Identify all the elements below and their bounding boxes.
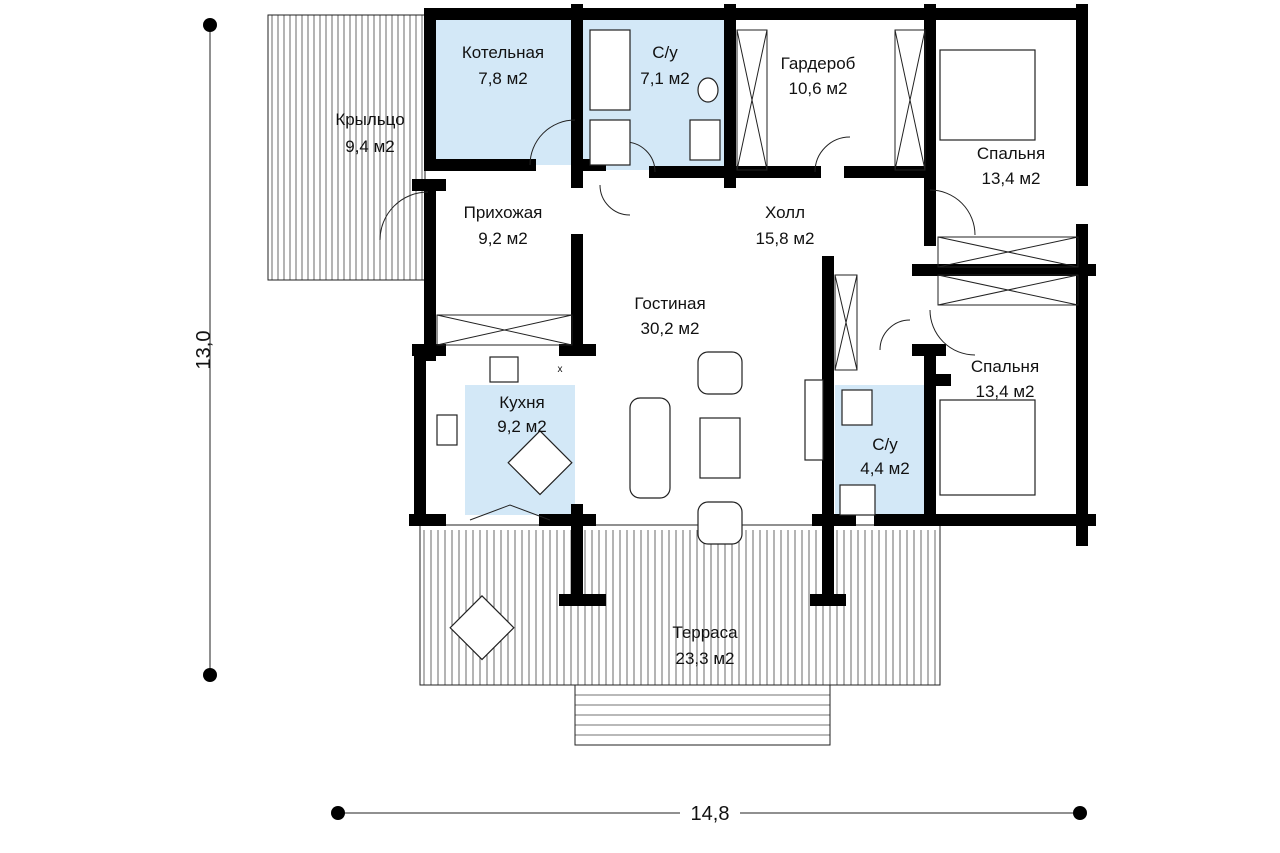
dimension-width: 14,8 bbox=[331, 800, 1087, 825]
bath2-sink bbox=[841, 389, 873, 426]
room-area-hall: 15,8 м2 bbox=[756, 229, 815, 248]
stove bbox=[489, 356, 519, 383]
shower-tray bbox=[839, 484, 876, 516]
room-area-bedroom1: 13,4 м2 bbox=[982, 169, 1041, 188]
terrace-steps bbox=[575, 694, 830, 736]
room-name-bedroom1: Спальня bbox=[977, 144, 1045, 163]
fireplace bbox=[804, 379, 824, 461]
sofa bbox=[629, 397, 671, 499]
room-name-hall: Холл bbox=[765, 203, 805, 222]
porch-deck bbox=[271, 15, 423, 280]
boiler-room-fill bbox=[430, 20, 575, 165]
bed-top bbox=[939, 49, 1036, 141]
armchair-top bbox=[697, 351, 743, 395]
room-area-wardrobe: 10,6 м2 bbox=[789, 79, 848, 98]
kitchen-table bbox=[507, 430, 573, 496]
terrace-table bbox=[449, 595, 515, 661]
room-name-living: Гостиная bbox=[634, 294, 705, 313]
room-name-bath2: С/у bbox=[872, 435, 898, 454]
room-area-kitchen: 9,2 м2 bbox=[497, 417, 547, 436]
room-name-entry: Прихожая bbox=[464, 203, 543, 222]
bed-bottom bbox=[939, 399, 1036, 496]
room-name-terrace: Терраса bbox=[672, 623, 738, 642]
room-area-porch: 9,4 м2 bbox=[345, 137, 395, 156]
height-dimension-label: 13,0 bbox=[193, 331, 215, 370]
room-area-bedroom2: 13,4 м2 bbox=[976, 382, 1035, 401]
furniture: x bbox=[436, 29, 1036, 661]
shower bbox=[589, 119, 631, 166]
room-name-bedroom2: Спальня bbox=[971, 357, 1039, 376]
room-area-entry: 9,2 м2 bbox=[478, 229, 528, 248]
room-name-bath1: С/у bbox=[652, 43, 678, 62]
coffee-table bbox=[699, 417, 741, 479]
room-name-wardrobe: Гардероб bbox=[781, 54, 856, 73]
wet-room-fills bbox=[430, 20, 925, 515]
sink bbox=[689, 119, 721, 161]
armchair-bottom bbox=[697, 501, 743, 545]
room-name-boiler: Котельная bbox=[462, 43, 544, 62]
room-area-boiler: 7,8 м2 bbox=[478, 69, 528, 88]
dimension-height: 13,0 bbox=[193, 18, 217, 682]
room-area-bath1: 7,1 м2 bbox=[640, 69, 690, 88]
room-area-bath2: 4,4 м2 bbox=[860, 459, 910, 478]
width-dimension-label: 14,8 bbox=[691, 803, 730, 825]
room-labels: Крыльцо 9,4 м2 Котельная 7,8 м2 С/у 7,1 … bbox=[335, 43, 1045, 668]
walls bbox=[409, 4, 1096, 606]
stove-mark: x bbox=[558, 364, 563, 375]
bathtub bbox=[589, 29, 631, 111]
room-area-living: 30,2 м2 bbox=[641, 319, 700, 338]
toilet bbox=[697, 77, 719, 103]
room-name-kitchen: Кухня bbox=[499, 393, 545, 412]
kitchen-sink bbox=[436, 414, 458, 446]
room-name-porch: Крыльцо bbox=[335, 110, 404, 129]
closets bbox=[436, 29, 1079, 371]
room-area-terrace: 23,3 м2 bbox=[676, 649, 735, 668]
